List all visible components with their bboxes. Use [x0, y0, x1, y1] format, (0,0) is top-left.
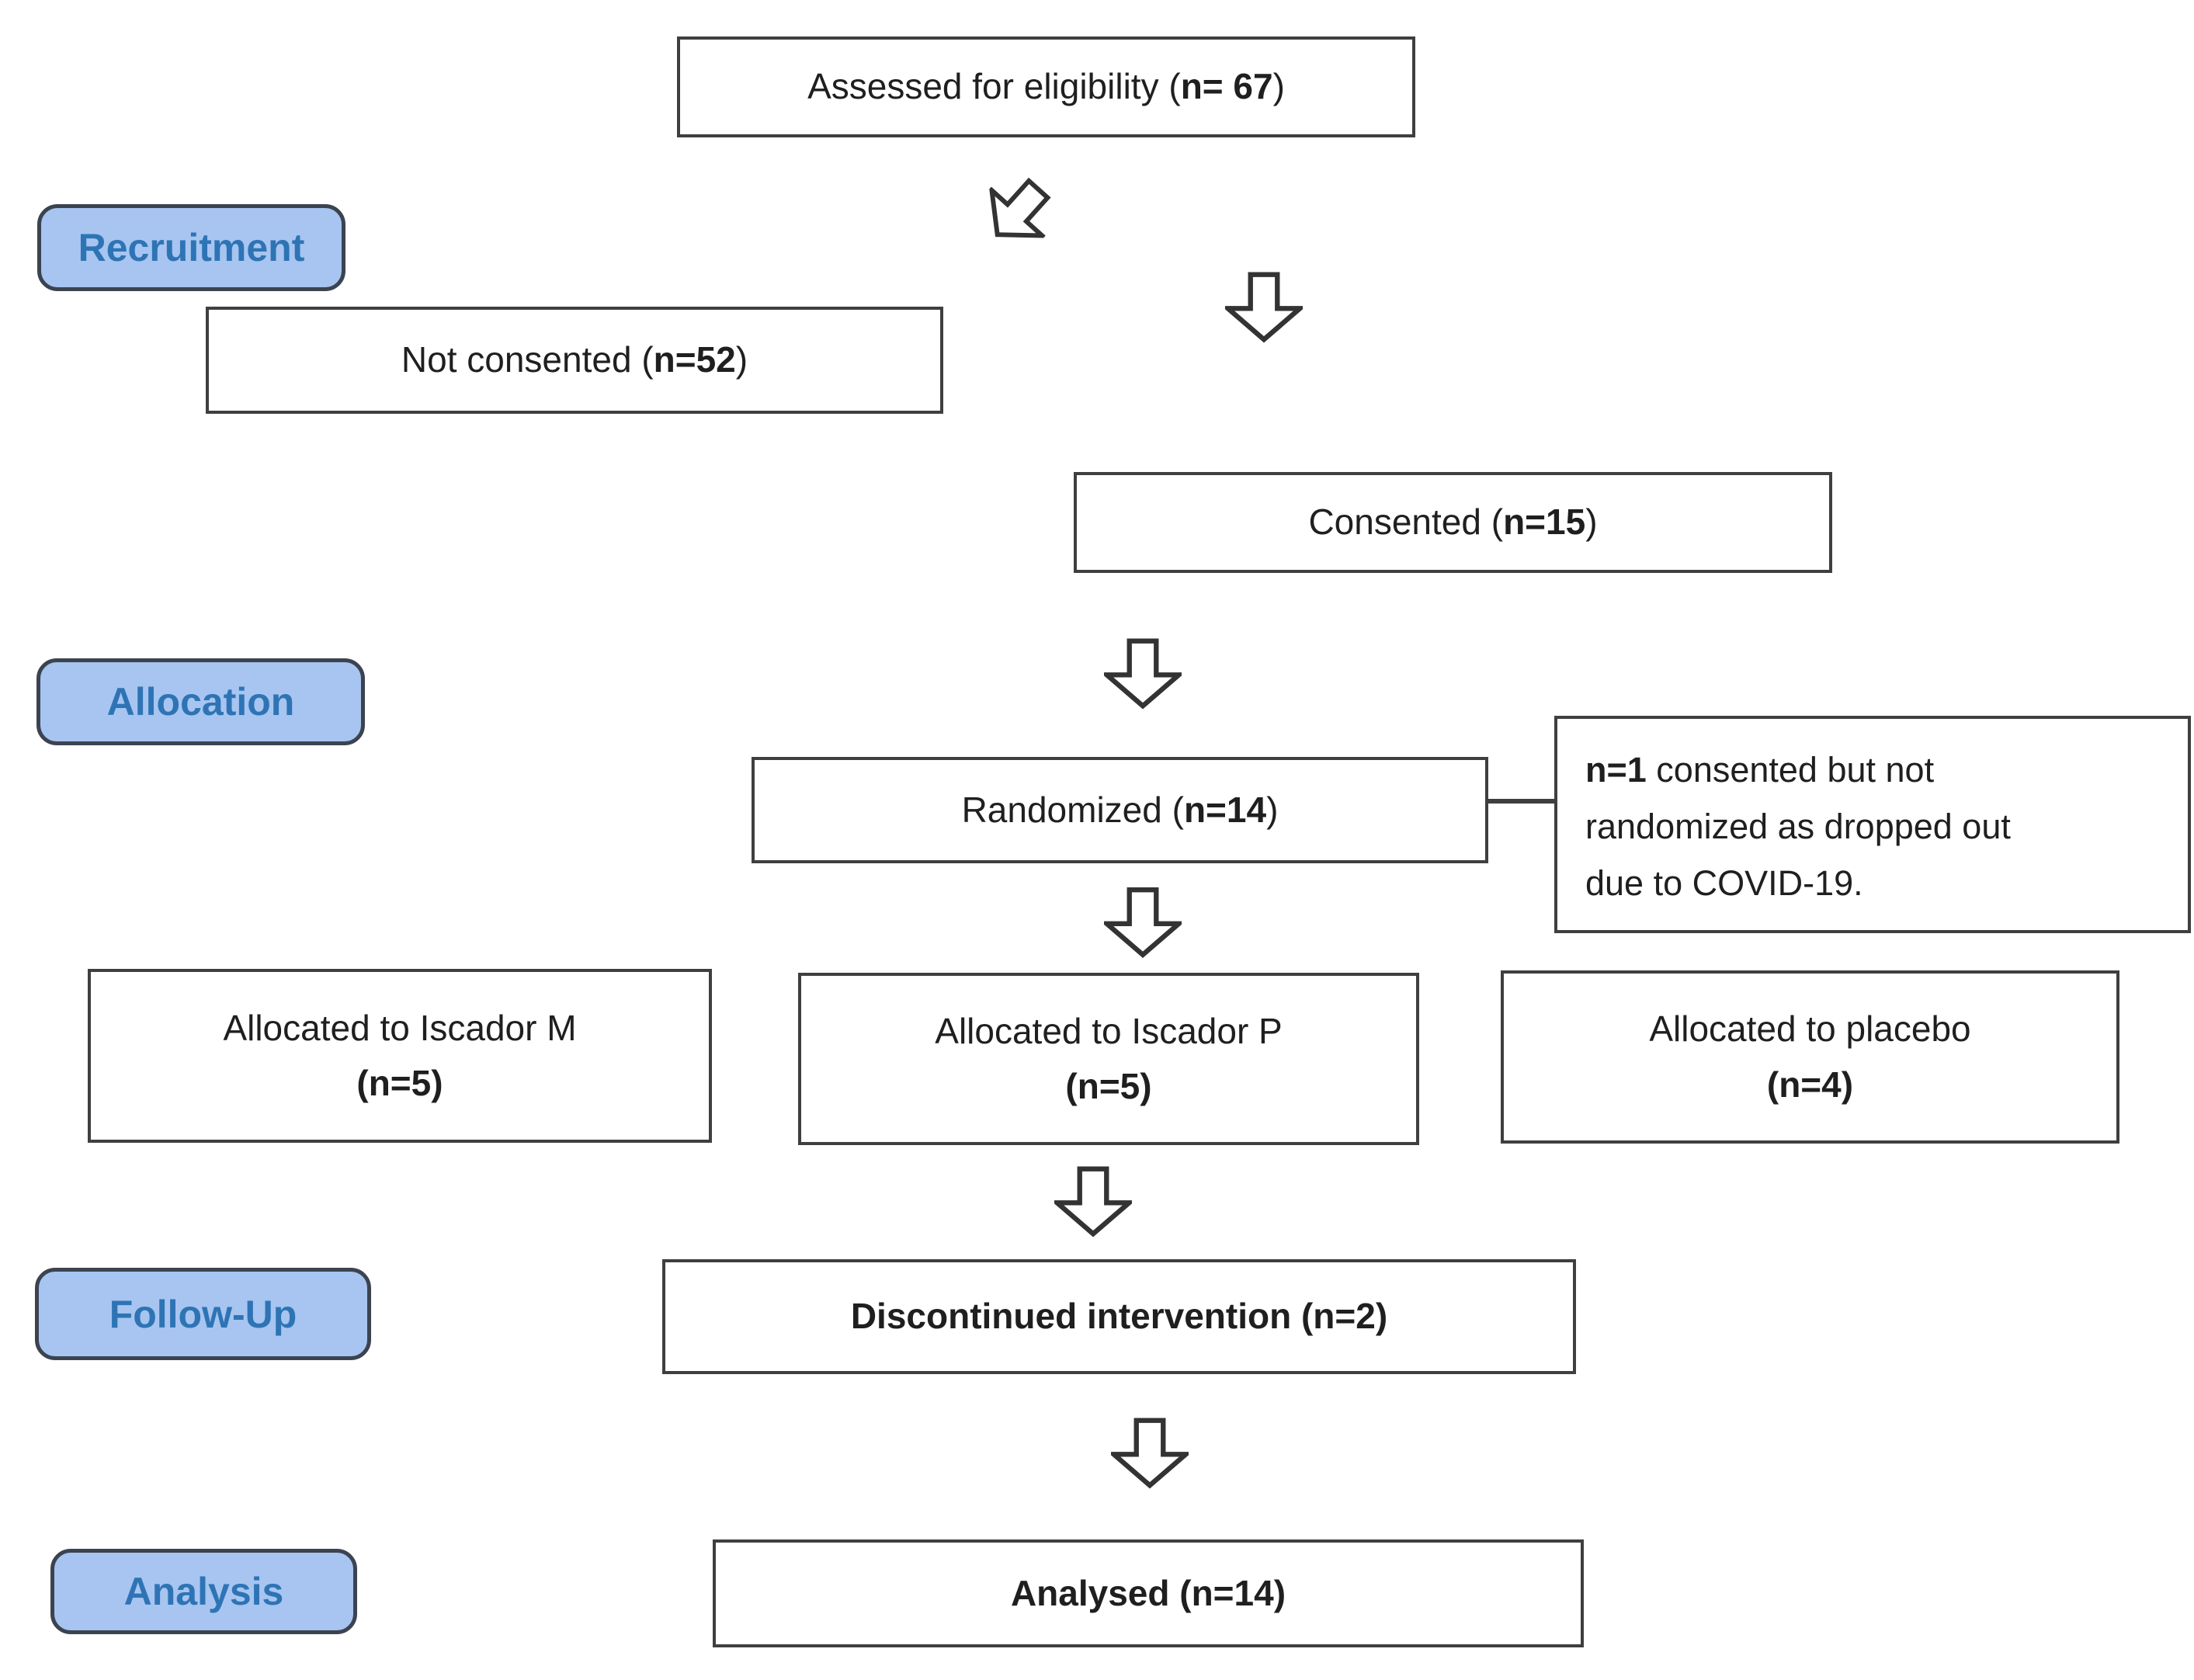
text-segment: Allocated to Iscador M — [223, 1007, 577, 1048]
note-box-dropout: n=1 consented but not randomized as dropp… — [1554, 716, 2191, 933]
text-segment-n: n=14 — [1183, 789, 1267, 830]
flow-box-discontinued-text: Discontinued intervention (n=2) — [851, 1289, 1387, 1344]
text-segment-n: (n=5) — [1065, 1066, 1152, 1106]
text-segment-n: n=15 — [1503, 502, 1586, 543]
text-segment: Not consented ( — [401, 339, 654, 380]
stage-label-allocation: Allocation — [36, 658, 365, 745]
arrow-down-icon — [1111, 1418, 1189, 1489]
text-segment: Analysed ( — [1010, 1572, 1192, 1613]
text-segment: ) — [1273, 1572, 1286, 1613]
flow-box-assessed-text: Assessed for eligibility (n= 67) — [807, 59, 1285, 114]
text-segment: Assessed for eligibility ( — [807, 66, 1181, 107]
text-segment: ) — [1585, 502, 1598, 543]
text-segment-n: n=14 — [1191, 1572, 1274, 1613]
text-segment: Allocated to Iscador P — [935, 1010, 1283, 1051]
text-segment: Allocated to placebo — [1649, 1008, 1971, 1050]
text-segment: due to COVID-19. — [1585, 863, 1863, 903]
stage-label-followup: Follow-Up — [35, 1268, 371, 1360]
text-segment: Randomized ( — [961, 789, 1184, 830]
stage-label-text: Analysis — [123, 1570, 284, 1613]
text-segment: Consented ( — [1308, 502, 1504, 543]
text-segment-n: (n=4) — [1766, 1064, 1854, 1105]
flow-box-allocated-placebo-text: Allocated to placebo (n=4) — [1649, 1001, 1970, 1112]
stage-label-recruitment: Recruitment — [37, 204, 345, 291]
flow-box-not-consented-text: Not consented (n=52) — [401, 332, 748, 387]
flow-box-discontinued: Discontinued intervention (n=2) — [662, 1259, 1576, 1374]
flow-box-assessed: Assessed for eligibility (n= 67) — [677, 36, 1415, 137]
text-segment: randomized as dropped out — [1585, 806, 2011, 846]
flow-box-allocated-iscador-m-text: Allocated to Iscador M (n=5) — [223, 1001, 576, 1112]
flow-box-analysed-text: Analysed (n=14) — [1011, 1566, 1286, 1621]
arrow-down-left-icon — [988, 177, 1051, 238]
connector-line — [1485, 799, 1557, 804]
text-segment-n: n= 67 — [1180, 66, 1273, 107]
note-box-text: n=1 consented but not randomized as dropp… — [1585, 742, 2011, 912]
flow-box-allocated-iscador-p: Allocated to Iscador P (n=5) — [798, 973, 1419, 1145]
text-segment: ) — [1375, 1296, 1388, 1337]
flow-box-randomized: Randomized (n=14) — [752, 757, 1488, 863]
text-segment-n: n=1 — [1585, 750, 1647, 790]
text-segment-n: (n=5) — [356, 1063, 443, 1103]
stage-label-text: Recruitment — [78, 226, 305, 269]
text-segment: ) — [735, 339, 748, 380]
flow-box-allocated-iscador-p-text: Allocated to Iscador P (n=5) — [935, 1004, 1282, 1115]
flow-box-analysed: Analysed (n=14) — [713, 1539, 1584, 1647]
arrow-down-icon — [1104, 887, 1182, 959]
stage-label-text: Follow-Up — [109, 1292, 297, 1336]
flow-box-randomized-text: Randomized (n=14) — [962, 783, 1279, 838]
flow-box-allocated-iscador-m: Allocated to Iscador M (n=5) — [88, 969, 712, 1143]
text-segment: ) — [1266, 789, 1279, 830]
text-segment: Discontinued intervention ( — [850, 1296, 1314, 1337]
text-segment-n: n=2 — [1313, 1296, 1376, 1337]
text-segment-n: n=52 — [653, 339, 736, 380]
flow-box-allocated-placebo: Allocated to placebo (n=4) — [1501, 970, 2119, 1144]
stage-label-analysis: Analysis — [50, 1549, 357, 1634]
flow-box-not-consented: Not consented (n=52) — [206, 307, 943, 414]
arrow-down-icon — [1104, 638, 1182, 710]
arrow-down-icon — [1054, 1166, 1132, 1237]
flow-box-consented-text: Consented (n=15) — [1308, 495, 1597, 550]
arrow-down-icon — [1225, 272, 1303, 343]
text-segment: consented but not — [1646, 750, 1935, 790]
stage-label-text: Allocation — [106, 680, 295, 724]
flow-box-consented: Consented (n=15) — [1074, 472, 1832, 573]
text-segment: ) — [1272, 66, 1285, 107]
